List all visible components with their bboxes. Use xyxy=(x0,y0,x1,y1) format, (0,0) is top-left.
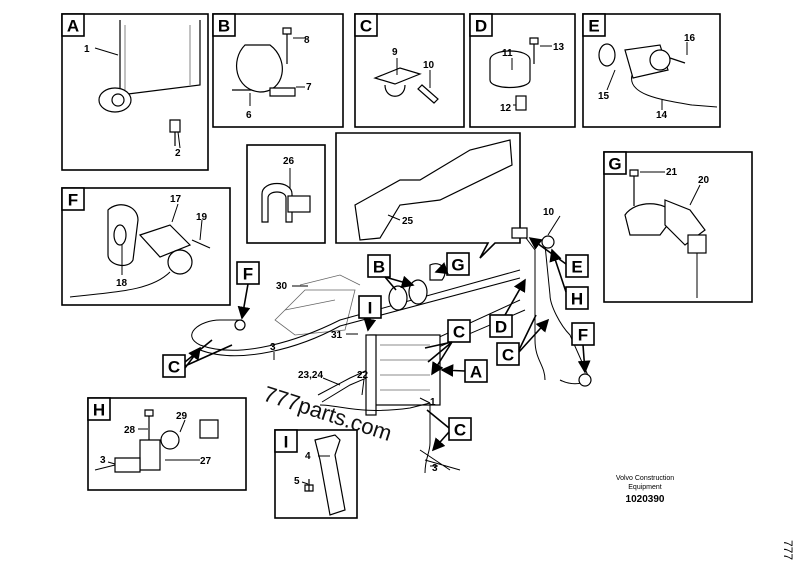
svg-text:B: B xyxy=(218,17,230,36)
part-label: 3 xyxy=(270,342,276,353)
part-label: 4 xyxy=(305,451,311,462)
part-label: 20 xyxy=(698,175,710,186)
detail-box-h: 29 28 3 27 H xyxy=(87,397,247,491)
svg-text:I: I xyxy=(284,433,289,452)
svg-text:E: E xyxy=(571,258,582,277)
svg-text:A: A xyxy=(470,363,482,382)
detail-box-c: 9 10 C xyxy=(354,13,465,128)
detail-box-26: 26 xyxy=(246,144,326,244)
part-label: 18 xyxy=(116,278,128,289)
footer: Volvo Construction Equipment 1020390 xyxy=(616,475,674,505)
callout-c-main-bottom[interactable]: C xyxy=(448,417,472,441)
callout-g-main[interactable]: G xyxy=(446,252,470,276)
company-name-line2: Equipment xyxy=(628,484,662,491)
part-label: 8 xyxy=(304,35,310,46)
callout-g[interactable]: G xyxy=(603,151,627,175)
callout-a[interactable]: A xyxy=(61,13,85,37)
callout-h[interactable]: H xyxy=(87,397,111,421)
part-label: 9 xyxy=(392,47,398,58)
svg-text:C: C xyxy=(453,323,465,342)
detail-box-e: 16 15 14 E xyxy=(582,13,721,128)
part-label: 25 xyxy=(402,216,414,227)
svg-text:C: C xyxy=(454,421,466,440)
svg-text:H: H xyxy=(571,290,583,309)
part-label: 1 xyxy=(430,397,436,408)
svg-text:G: G xyxy=(451,256,464,275)
callout-d[interactable]: D xyxy=(469,13,493,37)
part-label: 11 xyxy=(502,48,513,59)
part-label: 1 xyxy=(84,44,90,55)
callout-c-main-right[interactable]: C xyxy=(496,342,520,366)
detail-box-i: 4 5 I xyxy=(274,429,358,519)
part-label: 14 xyxy=(656,110,668,121)
svg-text:G: G xyxy=(608,155,621,174)
main-callouts: F B G I C C A C D C E H F xyxy=(162,237,595,450)
callout-b-main[interactable]: B xyxy=(367,254,391,278)
drawing-number: 1020390 xyxy=(626,494,665,505)
part-label: 22 xyxy=(357,370,369,381)
svg-text:F: F xyxy=(68,191,78,210)
detail-box-b: 8 7 6 B xyxy=(212,13,344,128)
part-label: 5 xyxy=(294,476,300,487)
svg-text:B: B xyxy=(373,258,385,277)
part-label: 13 xyxy=(553,42,565,53)
part-label: 17 xyxy=(170,194,182,205)
part-label: 23,24 xyxy=(298,370,323,381)
svg-text:E: E xyxy=(588,17,599,36)
detail-box-25: 25 xyxy=(335,132,521,259)
company-name-line1: Volvo Construction xyxy=(616,475,674,482)
svg-text:A: A xyxy=(67,17,79,36)
part-label: 29 xyxy=(176,411,188,422)
part-label: 3 xyxy=(432,463,438,474)
callout-h-main[interactable]: H xyxy=(565,286,589,310)
main-part-labels: 10 30 31 3 23,24 22 1 3 xyxy=(270,207,561,474)
detail-box-a: 1 2 A xyxy=(61,13,209,171)
callout-f[interactable]: F xyxy=(61,187,85,211)
callout-a-main[interactable]: A xyxy=(464,359,488,383)
part-label: 2 xyxy=(175,148,181,159)
svg-text:F: F xyxy=(243,265,253,284)
part-label: 10 xyxy=(543,207,555,218)
callout-e-main[interactable]: E xyxy=(565,254,589,278)
svg-text:H: H xyxy=(93,401,105,420)
callout-c-main-center[interactable]: C xyxy=(447,319,471,343)
callout-b[interactable]: B xyxy=(212,13,236,37)
detail-box-g: 21 20 G xyxy=(603,151,753,303)
svg-text:D: D xyxy=(495,318,507,337)
callout-e[interactable]: E xyxy=(582,13,606,37)
callout-f-main-right[interactable]: F xyxy=(571,322,595,346)
part-label: 31 xyxy=(331,330,343,341)
callout-c-main-left[interactable]: C xyxy=(162,354,186,378)
part-label: 16 xyxy=(684,33,696,44)
edge-mark: 777 xyxy=(781,540,795,560)
part-label: 19 xyxy=(196,212,208,223)
part-label: 27 xyxy=(200,456,212,467)
part-label: 6 xyxy=(246,110,252,121)
svg-text:D: D xyxy=(475,17,487,36)
detail-box-d: 11 13 12 D xyxy=(469,13,576,128)
part-label: 7 xyxy=(306,82,312,93)
part-label: 21 xyxy=(666,167,678,178)
part-label: 26 xyxy=(283,156,295,167)
callout-d-main[interactable]: D xyxy=(489,314,513,338)
part-label: 15 xyxy=(598,91,610,102)
callout-c[interactable]: C xyxy=(354,13,378,37)
callout-f-main[interactable]: F xyxy=(236,261,260,285)
part-label: 3 xyxy=(100,455,106,466)
svg-text:C: C xyxy=(502,346,514,365)
svg-text:I: I xyxy=(368,299,373,318)
svg-text:C: C xyxy=(168,358,180,377)
detail-box-f: 17 19 18 F xyxy=(61,187,231,306)
callout-i[interactable]: I xyxy=(274,429,298,453)
part-label: 10 xyxy=(423,60,435,71)
callout-i-main[interactable]: I xyxy=(358,295,382,319)
part-label: 28 xyxy=(124,425,136,436)
svg-text:F: F xyxy=(578,326,588,345)
part-label: 12 xyxy=(500,103,512,114)
svg-text:C: C xyxy=(360,17,372,36)
part-label: 30 xyxy=(276,281,288,292)
